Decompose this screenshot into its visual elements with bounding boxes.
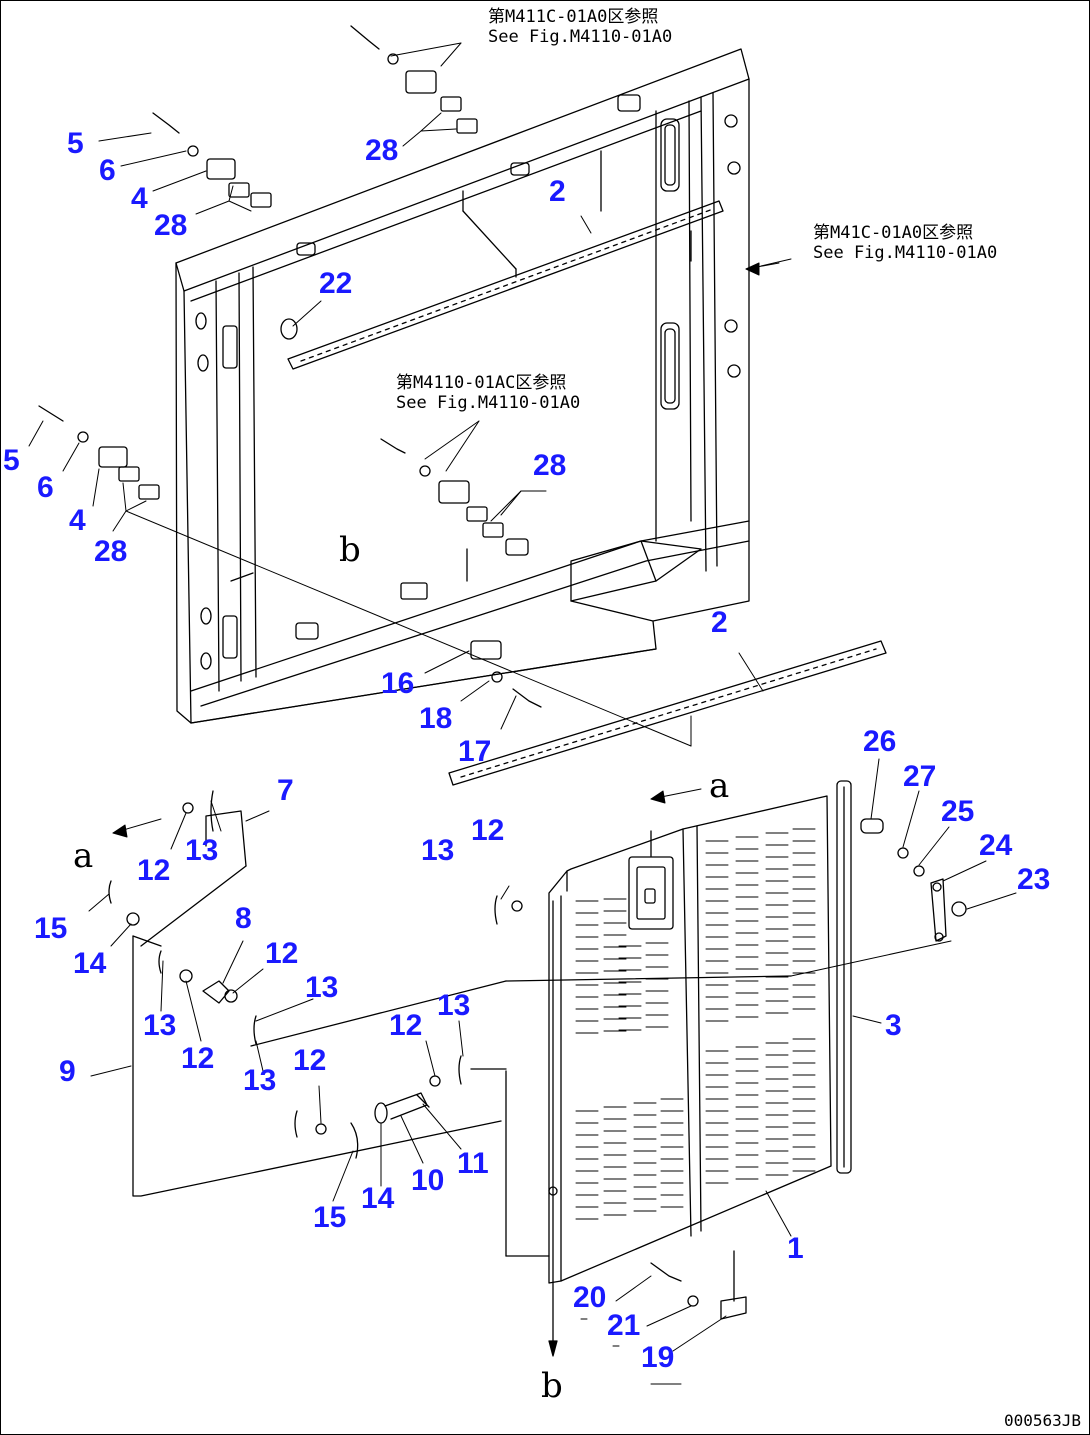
reference-note-top-jp: 第M411C-01A0区参照	[488, 7, 659, 27]
drawing-code: 000563JB	[1003, 1411, 1081, 1430]
hinge-hardware	[860, 818, 967, 942]
view-symbol-b-frame: b	[339, 530, 361, 570]
callout-3: 3	[885, 1009, 902, 1042]
callout-12: 12	[181, 1042, 215, 1075]
reference-note-middle-en: See Fig.M4110-01A0	[396, 393, 581, 413]
reference-note-right-en: See Fig.M4110-01A0	[813, 243, 998, 263]
callout-12: 12	[293, 1044, 327, 1077]
view-symbol-b-bottom: b	[541, 1366, 563, 1406]
callout-11: 11	[457, 1147, 489, 1180]
callout-14: 14	[361, 1182, 395, 1215]
callout-26: 26	[863, 725, 897, 758]
callout-6: 6	[37, 471, 54, 504]
callout-12: 12	[471, 814, 505, 847]
callout-28: 28	[154, 209, 188, 242]
callout-12: 12	[265, 937, 299, 970]
seal-strip-upper	[287, 200, 724, 370]
callout-17: 17	[458, 735, 492, 768]
callout-7: 7	[277, 774, 294, 807]
callout-16: 16	[381, 667, 415, 700]
linkage-assembly	[108, 790, 792, 1197]
callout-25: 25	[941, 795, 975, 828]
callout-28: 28	[365, 134, 399, 167]
callout-4: 4	[69, 504, 86, 537]
callout-1: 1	[787, 1232, 804, 1265]
callout-13: 13	[143, 1009, 177, 1042]
frame-assembly	[175, 48, 750, 724]
callout-8: 8	[235, 902, 252, 935]
callout-13: 13	[421, 834, 455, 867]
frame-bolts	[38, 25, 699, 1307]
callout-13: 13	[437, 989, 471, 1022]
reference-note-right-jp: 第M41C-01A0区参照	[813, 223, 974, 243]
callout-15: 15	[34, 912, 68, 945]
callout-28: 28	[533, 449, 567, 482]
callout-24: 24	[979, 829, 1013, 862]
callout-28: 28	[94, 535, 128, 568]
seal-strip-lower	[448, 640, 887, 786]
callout-27: 27	[903, 760, 937, 793]
callout-2: 2	[711, 606, 728, 639]
callout-13: 13	[185, 834, 219, 867]
view-symbol-a-door: a	[709, 766, 730, 806]
reference-note-middle-jp: 第M4110-01AC区参照	[396, 373, 567, 393]
callout-4: 4	[131, 182, 148, 215]
reference-note-top: 第M411C-01A0区参照 See Fig.M4110-01A0	[488, 7, 672, 47]
callout-23: 23	[1017, 863, 1051, 896]
callout-13: 13	[243, 1064, 277, 1097]
reference-note-top-en: See Fig.M4110-01A0	[488, 27, 673, 47]
callout-19: 19	[641, 1341, 675, 1374]
callout-5: 5	[3, 444, 20, 477]
callout-9: 9	[59, 1055, 76, 1088]
callout-12: 12	[389, 1009, 423, 1042]
callout-10: 10	[411, 1164, 445, 1197]
reference-note-middle: 第M4110-01AC区参照 See Fig.M4110-01A0	[396, 373, 580, 413]
door-assembly	[505, 780, 947, 1357]
callout-2: 2	[549, 175, 566, 208]
leader-lines	[28, 42, 1017, 1385]
louver-grid	[575, 828, 816, 1220]
callout-15: 15	[313, 1201, 347, 1234]
callout-14: 14	[73, 947, 107, 980]
callout-13: 13	[305, 971, 339, 1004]
callout-5: 5	[67, 127, 84, 160]
view-symbol-a-left: a	[73, 836, 94, 876]
callout-20: 20	[573, 1281, 607, 1314]
callout-18: 18	[419, 702, 453, 735]
reference-note-right: 第M41C-01A0区参照 See Fig.M4110-01A0	[813, 223, 997, 263]
callout-12: 12	[137, 854, 171, 887]
callout-21: 21	[607, 1309, 641, 1342]
callout-6: 6	[99, 154, 116, 187]
callout-22: 22	[319, 267, 353, 300]
